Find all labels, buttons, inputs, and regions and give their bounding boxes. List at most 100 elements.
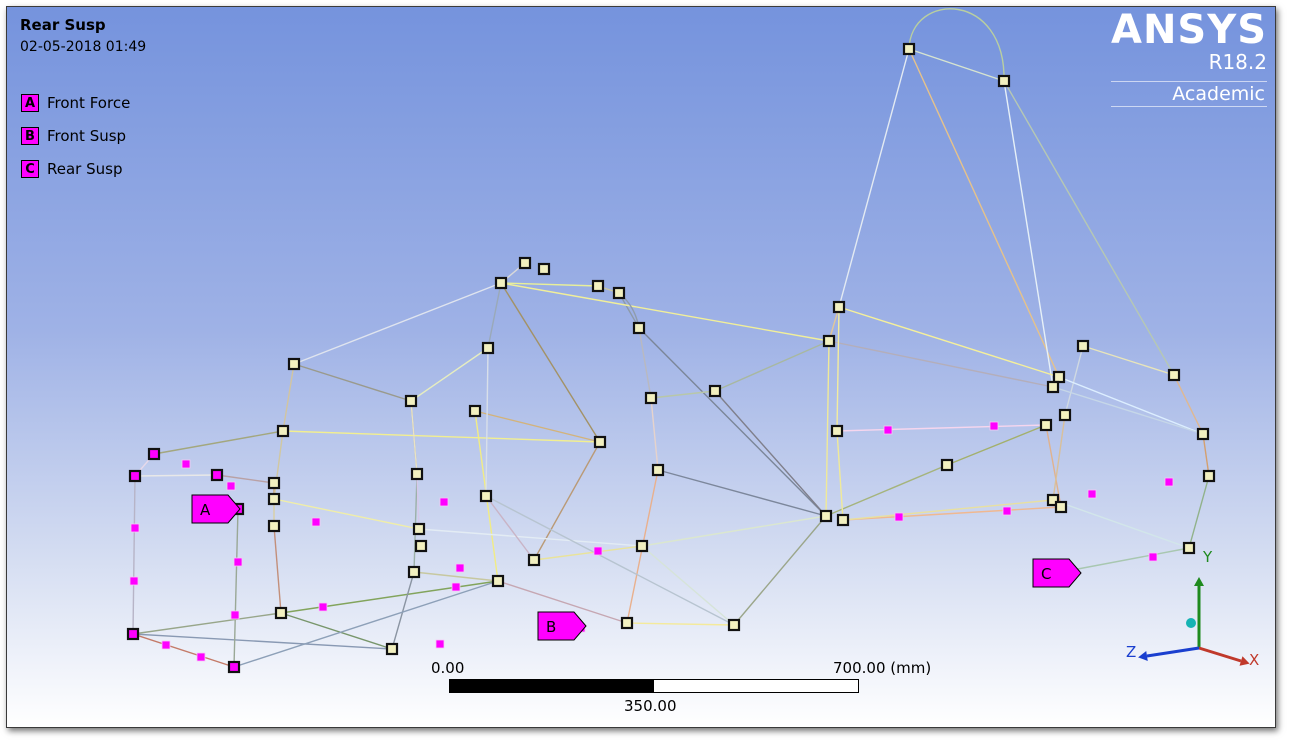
load-point xyxy=(894,512,904,522)
coordinate-triad[interactable]: YXZ xyxy=(1126,548,1259,669)
frame-node xyxy=(274,606,288,620)
load-point xyxy=(226,481,236,491)
load-point xyxy=(318,602,328,612)
frame-node xyxy=(620,616,634,630)
svg-text:C: C xyxy=(1041,565,1051,583)
load-point xyxy=(311,517,321,527)
legend-key-b: B xyxy=(21,127,39,145)
load-point xyxy=(439,497,449,507)
y-arrowhead xyxy=(1194,577,1204,586)
frame-node xyxy=(537,262,551,276)
frame-member xyxy=(293,363,412,402)
frame-member xyxy=(410,400,418,475)
frame-member xyxy=(650,397,659,471)
frame-node xyxy=(635,539,649,553)
frame-member xyxy=(836,306,840,432)
frame-node xyxy=(385,642,399,656)
frame-member xyxy=(946,424,1047,466)
frame-member xyxy=(216,474,275,484)
frame-node xyxy=(267,492,281,506)
svg-text:A: A xyxy=(200,501,211,519)
frame-node xyxy=(404,394,418,408)
legend-item-front-force[interactable]: A Front Force xyxy=(21,92,130,114)
legend-key-a: A xyxy=(21,94,39,112)
frame-member xyxy=(657,469,827,517)
frame-node xyxy=(632,321,646,335)
frame-edges xyxy=(132,8,1210,668)
load-point xyxy=(181,459,191,469)
frame-node xyxy=(287,357,301,371)
frame-member xyxy=(273,498,420,530)
legend-key-c: C xyxy=(21,160,39,178)
frame-member xyxy=(626,622,735,626)
frame-geometry[interactable]: ABC YXZ xyxy=(7,7,1275,727)
frame-node xyxy=(644,391,658,405)
frame-node xyxy=(727,618,741,632)
z-axis xyxy=(1146,646,1200,658)
frame-member xyxy=(1064,345,1084,416)
frame-member xyxy=(1052,386,1204,435)
frame-member xyxy=(233,508,239,668)
frame-node xyxy=(819,509,833,523)
frame-node xyxy=(267,519,281,533)
frame-node xyxy=(1046,380,1060,394)
frame-member xyxy=(714,390,827,517)
load-tag-a: A xyxy=(191,494,241,524)
frame-node xyxy=(940,458,954,472)
load-point xyxy=(1002,506,1012,516)
frame-node xyxy=(1039,418,1053,432)
x-arrowhead xyxy=(1239,656,1250,666)
frame-member xyxy=(1045,424,1062,508)
x-axis-label: X xyxy=(1249,651,1259,669)
load-point xyxy=(455,563,465,573)
load-point xyxy=(435,639,445,649)
frame-node xyxy=(593,435,607,449)
z-arrowhead xyxy=(1138,651,1148,661)
frame-member xyxy=(836,424,1047,432)
frame-node xyxy=(1046,493,1060,507)
frame-node xyxy=(126,627,140,641)
frame-node xyxy=(407,565,421,579)
triad-origin-sphere xyxy=(1186,618,1196,628)
svg-text:B: B xyxy=(546,618,556,636)
frame-node xyxy=(1167,368,1181,382)
frame-node xyxy=(591,279,605,293)
frame-member xyxy=(825,340,830,517)
frame-node xyxy=(412,522,426,536)
frame-member xyxy=(500,282,601,443)
frame-member xyxy=(533,441,601,561)
load-point xyxy=(130,523,140,533)
frame-node xyxy=(276,424,290,438)
frame-member xyxy=(1003,80,1175,376)
frame-member xyxy=(132,612,282,635)
frame-node xyxy=(481,341,495,355)
frame-node xyxy=(1202,469,1216,483)
frame-member xyxy=(280,580,499,614)
frame-member xyxy=(1082,345,1175,376)
frame-member xyxy=(485,495,735,626)
frame-member xyxy=(500,282,599,287)
frame-node xyxy=(612,286,626,300)
frame-node xyxy=(410,467,424,481)
frame-node xyxy=(494,276,508,290)
frame-member xyxy=(825,464,948,517)
frame-member xyxy=(638,327,827,517)
frame-node xyxy=(210,468,224,482)
load-point xyxy=(883,425,893,435)
ansys-wordmark: ANSYS xyxy=(1110,7,1267,53)
frame-member xyxy=(413,571,499,582)
frame-member xyxy=(828,340,1054,388)
scale-bar-fill xyxy=(450,680,654,692)
load-point xyxy=(161,640,171,650)
frame-node xyxy=(267,476,281,490)
legend-item-rear-susp[interactable]: C Rear Susp xyxy=(21,158,122,180)
frame-node xyxy=(836,513,850,527)
frame-member xyxy=(1052,414,1066,501)
legend-item-front-susp[interactable]: B Front Susp xyxy=(21,125,126,147)
frame-member xyxy=(842,499,1054,521)
load-point xyxy=(1087,489,1097,499)
frame-member xyxy=(533,545,643,561)
frame-member xyxy=(485,347,489,497)
frame-node xyxy=(830,424,844,438)
